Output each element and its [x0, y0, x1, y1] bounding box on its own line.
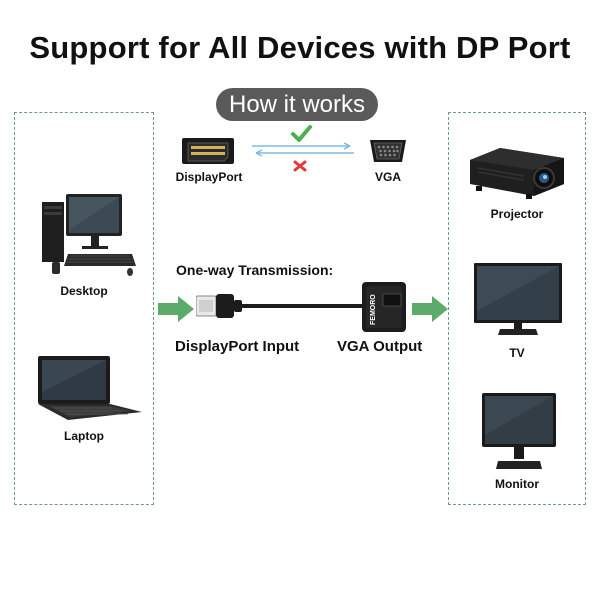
displayport-input-label: DisplayPort Input: [175, 338, 300, 355]
projector-label: Projector: [490, 207, 544, 221]
transmission-heading: One-way Transmission:: [176, 262, 334, 278]
vga-label: VGA: [374, 170, 401, 184]
output-arrow-icon: [412, 296, 448, 322]
input-arrow-icon: [158, 296, 194, 322]
monitor-icon: [480, 391, 558, 471]
vga-connector-icon: [368, 137, 408, 165]
monitor-label: Monitor: [495, 477, 539, 491]
page-title: Support for All Devices with DP Port: [29, 30, 571, 65]
laptop-label: Laptop: [64, 429, 104, 443]
tv-icon: [472, 261, 564, 337]
desktop-computer-icon: [38, 192, 138, 280]
source-devices-panel: [14, 112, 154, 505]
dp-to-vga-adapter: [196, 280, 412, 336]
displayport-connector-icon: [180, 135, 236, 167]
display-devices-panel: [448, 112, 586, 505]
direction-arrows: [248, 122, 358, 172]
laptop-icon: [32, 352, 144, 422]
vga-output-label: VGA Output: [337, 338, 423, 355]
adapter-brand-text: FEMORO: [370, 294, 377, 326]
how-it-works-badge: How it works: [216, 88, 378, 121]
displayport-label: DisplayPort: [175, 170, 243, 184]
tv-label: TV: [509, 346, 525, 360]
desktop-label: Desktop: [60, 284, 108, 298]
projector-icon: [464, 142, 568, 200]
